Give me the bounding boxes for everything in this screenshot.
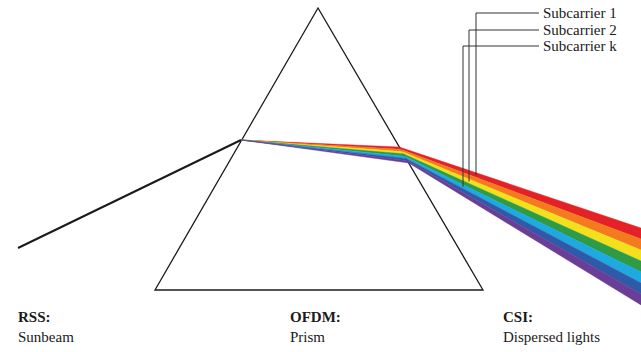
analogy-label: Prism bbox=[290, 328, 325, 346]
dispersed-band bbox=[402, 152, 641, 261]
analogy-label: Dispersed lights bbox=[503, 328, 600, 346]
refracted-band bbox=[241, 140, 409, 163]
analogy-label: Sunbeam bbox=[18, 328, 74, 346]
term-label: OFDM: bbox=[290, 308, 341, 326]
leader-line bbox=[476, 13, 539, 175]
dispersed-band bbox=[407, 161, 641, 305]
dispersed-band bbox=[401, 149, 641, 250]
prism-triangle bbox=[155, 8, 483, 290]
subcarrier-label: Subcarrier 1 bbox=[543, 4, 617, 22]
subcarrier-label: Subcarrier 2 bbox=[543, 21, 617, 39]
dispersed-band bbox=[405, 156, 641, 283]
leader-line bbox=[463, 46, 539, 187]
leader-lines bbox=[463, 13, 539, 187]
dispersed-bands bbox=[241, 140, 641, 305]
term-label: CSI: bbox=[503, 308, 533, 326]
dispersed-band bbox=[403, 154, 641, 272]
leader-line bbox=[469, 30, 539, 181]
subcarrier-label: Subcarrier k bbox=[543, 37, 617, 55]
term-label: RSS: bbox=[18, 308, 51, 326]
